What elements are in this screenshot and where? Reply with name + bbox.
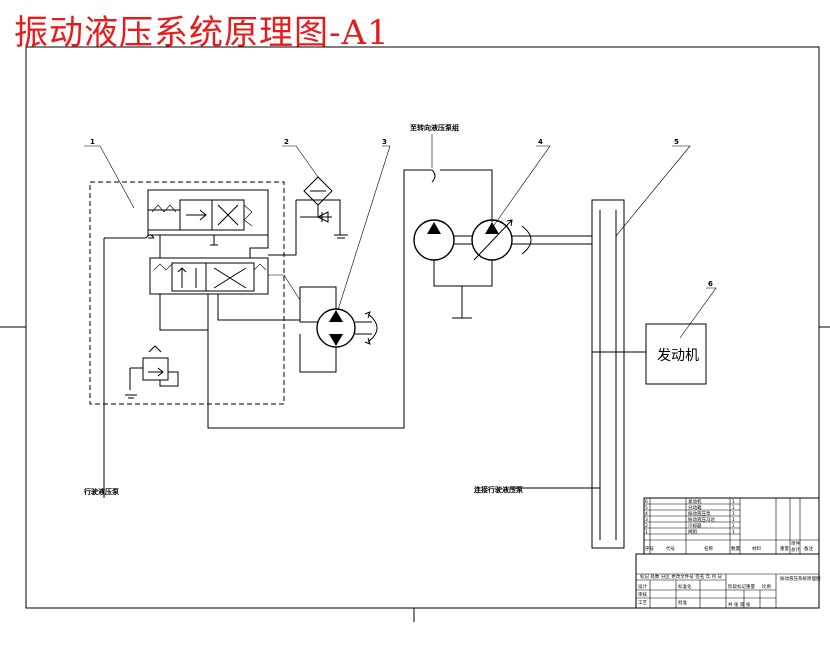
callout-6: 6 <box>708 280 713 288</box>
label-steering-pump: 至转向液压泵组 <box>410 123 459 132</box>
tb-row-6-qty: 1 <box>732 499 735 505</box>
tb-drawing-name: 振动液压系统原理图 <box>780 575 821 582</box>
tb-stage-mark: 阶段标记 <box>728 583 746 590</box>
engine-box <box>645 323 707 385</box>
main-pressure-line <box>207 169 493 429</box>
tb-col-remark: 备注 <box>804 545 813 552</box>
tb-row-3-qty: 1 <box>732 517 735 523</box>
valve-block <box>89 181 285 498</box>
tb-sheet: 共 张 第 张 <box>728 601 751 608</box>
tb-design: 设计 <box>638 583 647 590</box>
tb-row-2-qty: 1 <box>732 523 735 529</box>
tb-col-material: 材料 <box>752 545 761 552</box>
callout-4: 4 <box>538 138 543 146</box>
tb-col-qty: 数量 <box>731 545 740 552</box>
tb-mark-row: 标记 处数 分区 更改文件号 签名 年.月.日 <box>640 573 722 580</box>
callout-2: 2 <box>284 138 289 146</box>
callout-5: 5 <box>674 138 679 146</box>
title-block: 6 发动机 1 5 分动箱 1 4 振动液压泵 1 3 振动液压马达 1 2 冷… <box>635 497 821 609</box>
lower-directional-valve <box>149 257 269 295</box>
transfer-gearbox <box>510 199 646 549</box>
pump-group <box>413 219 592 319</box>
label-engine: 发动机 <box>657 348 699 364</box>
tb-row-3-seq: 3 <box>645 517 648 523</box>
tb-row-6-seq: 6 <box>645 499 648 505</box>
valve-block-enclosure <box>89 181 285 405</box>
callout-1: 1 <box>90 138 95 146</box>
vibration-motor <box>268 274 378 373</box>
cooler <box>268 176 348 256</box>
callout-3: 3 <box>382 138 387 146</box>
tb-row-5-qty: 1 <box>732 505 735 511</box>
drawing-title: 振动液压系统原理图-A1 <box>14 13 390 53</box>
relief-valve <box>125 345 179 399</box>
tb-col-seq: 序号 <box>645 545 654 552</box>
tb-row-5-seq: 5 <box>645 505 648 511</box>
tb-row-2-seq: 2 <box>645 523 648 529</box>
label-travel-pump: 行驶液压泵 <box>83 487 119 496</box>
tb-row-1-qty: 1 <box>732 529 735 535</box>
tb-review: 审核 <box>638 591 647 598</box>
tb-row-1-seq: 1 <box>645 529 648 535</box>
tb-standardize: 标准化 <box>678 583 692 590</box>
tb-process: 工艺 <box>638 600 647 606</box>
tb-col-name: 名称 <box>704 545 713 552</box>
tb-approve: 批准 <box>678 599 687 606</box>
tb-row-5-name: 分动箱 <box>688 504 702 511</box>
tb-col-weight-single: 单件 <box>791 540 800 547</box>
tb-row-3-name: 振动液压马达 <box>688 516 715 523</box>
tb-weight: 重量 <box>746 583 755 590</box>
tb-row-4-seq: 4 <box>645 511 648 517</box>
callout-leaders <box>84 134 717 339</box>
tb-row-1-name: 阀组 <box>688 528 697 535</box>
label-to-travel-pump: 连接行驶液压泵 <box>474 485 523 494</box>
upper-directional-valve <box>147 189 269 236</box>
tb-row-4-name: 振动液压泵 <box>688 510 711 517</box>
tb-row-2-name: 冷却器 <box>688 522 702 529</box>
tb-scale: 比例 <box>762 583 771 590</box>
tb-row-4-qty: 1 <box>732 511 735 517</box>
tb-col-code: 代号 <box>666 545 675 552</box>
tb-col-weight: 重量 <box>780 545 789 552</box>
tb-row-6-name: 发动机 <box>688 498 702 505</box>
tb-col-weight-total: 总计 <box>791 546 800 553</box>
